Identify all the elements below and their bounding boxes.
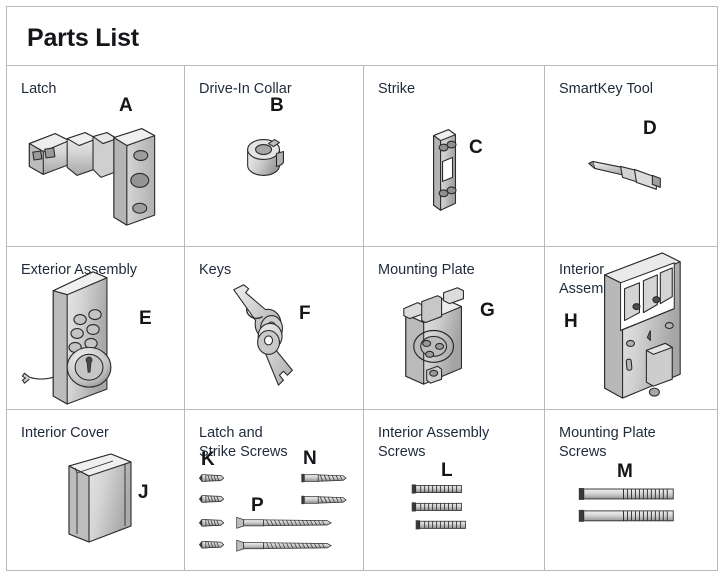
part-cell-mounting-plate[interactable]: Mounting Plate bbox=[363, 247, 544, 409]
part-label: Interior Cover bbox=[21, 425, 109, 441]
part-label: Mounting Plate Screws bbox=[559, 425, 656, 460]
parts-row: Interior Cover bbox=[7, 410, 717, 570]
part-cell-interior-assembly[interactable]: Interior Assembly bbox=[544, 247, 717, 409]
part-cell-latch[interactable]: Latch bbox=[7, 66, 184, 246]
part-letter: J bbox=[138, 482, 149, 503]
part-letter: C bbox=[469, 137, 483, 158]
part-label: Latch and Strike Screws bbox=[199, 425, 288, 460]
parts-grid: Latch bbox=[7, 66, 717, 570]
part-cell-strike[interactable]: Strike bbox=[363, 66, 544, 246]
page-title: Parts List bbox=[27, 24, 139, 52]
part-cell-latch-strike-screws[interactable]: Latch and Strike Screws bbox=[184, 410, 363, 570]
part-label: Keys bbox=[199, 262, 232, 278]
part-label: Exterior Assembly bbox=[21, 262, 138, 278]
part-label: SmartKey Tool bbox=[559, 81, 654, 97]
parts-row: Latch bbox=[7, 66, 717, 247]
part-cell-drive-in-collar[interactable]: Drive-In Collar bbox=[184, 66, 363, 246]
part-label: Drive-In Collar bbox=[199, 81, 292, 97]
part-cell-exterior-assembly[interactable]: Exterior Assembly bbox=[7, 247, 184, 409]
parts-row: Exterior Assembly bbox=[7, 247, 717, 410]
part-letter: F bbox=[299, 303, 311, 324]
part-letter: L bbox=[441, 460, 453, 481]
part-letter: H bbox=[564, 311, 578, 332]
part-letter-k: K bbox=[201, 449, 215, 470]
part-label: Mounting Plate bbox=[378, 262, 475, 278]
part-cell-interior-assembly-screws[interactable]: Interior Assembly Screws bbox=[363, 410, 544, 570]
parts-table-frame: Parts List Latch bbox=[6, 6, 718, 571]
part-label: Strike bbox=[378, 81, 416, 97]
part-label: Interior Assembly bbox=[559, 262, 622, 297]
part-cell-keys[interactable]: Keys bbox=[184, 247, 363, 409]
part-label: Interior Assembly Screws bbox=[378, 425, 490, 460]
part-letter-p: P bbox=[251, 495, 264, 516]
part-letter: A bbox=[119, 95, 133, 116]
part-letter: M bbox=[617, 461, 633, 482]
part-cell-smartkey-tool[interactable]: SmartKey Tool bbox=[544, 66, 717, 246]
part-cell-mounting-plate-screws[interactable]: Mounting Plate Screws bbox=[544, 410, 717, 570]
part-cell-interior-cover[interactable]: Interior Cover bbox=[7, 410, 184, 570]
part-letter: D bbox=[643, 118, 657, 139]
part-letter-n: N bbox=[303, 448, 317, 469]
part-label: Latch bbox=[21, 81, 57, 97]
part-letter: G bbox=[480, 300, 495, 321]
title-bar: Parts List bbox=[7, 7, 717, 66]
part-letter: E bbox=[139, 308, 152, 329]
part-letter: B bbox=[270, 95, 284, 116]
